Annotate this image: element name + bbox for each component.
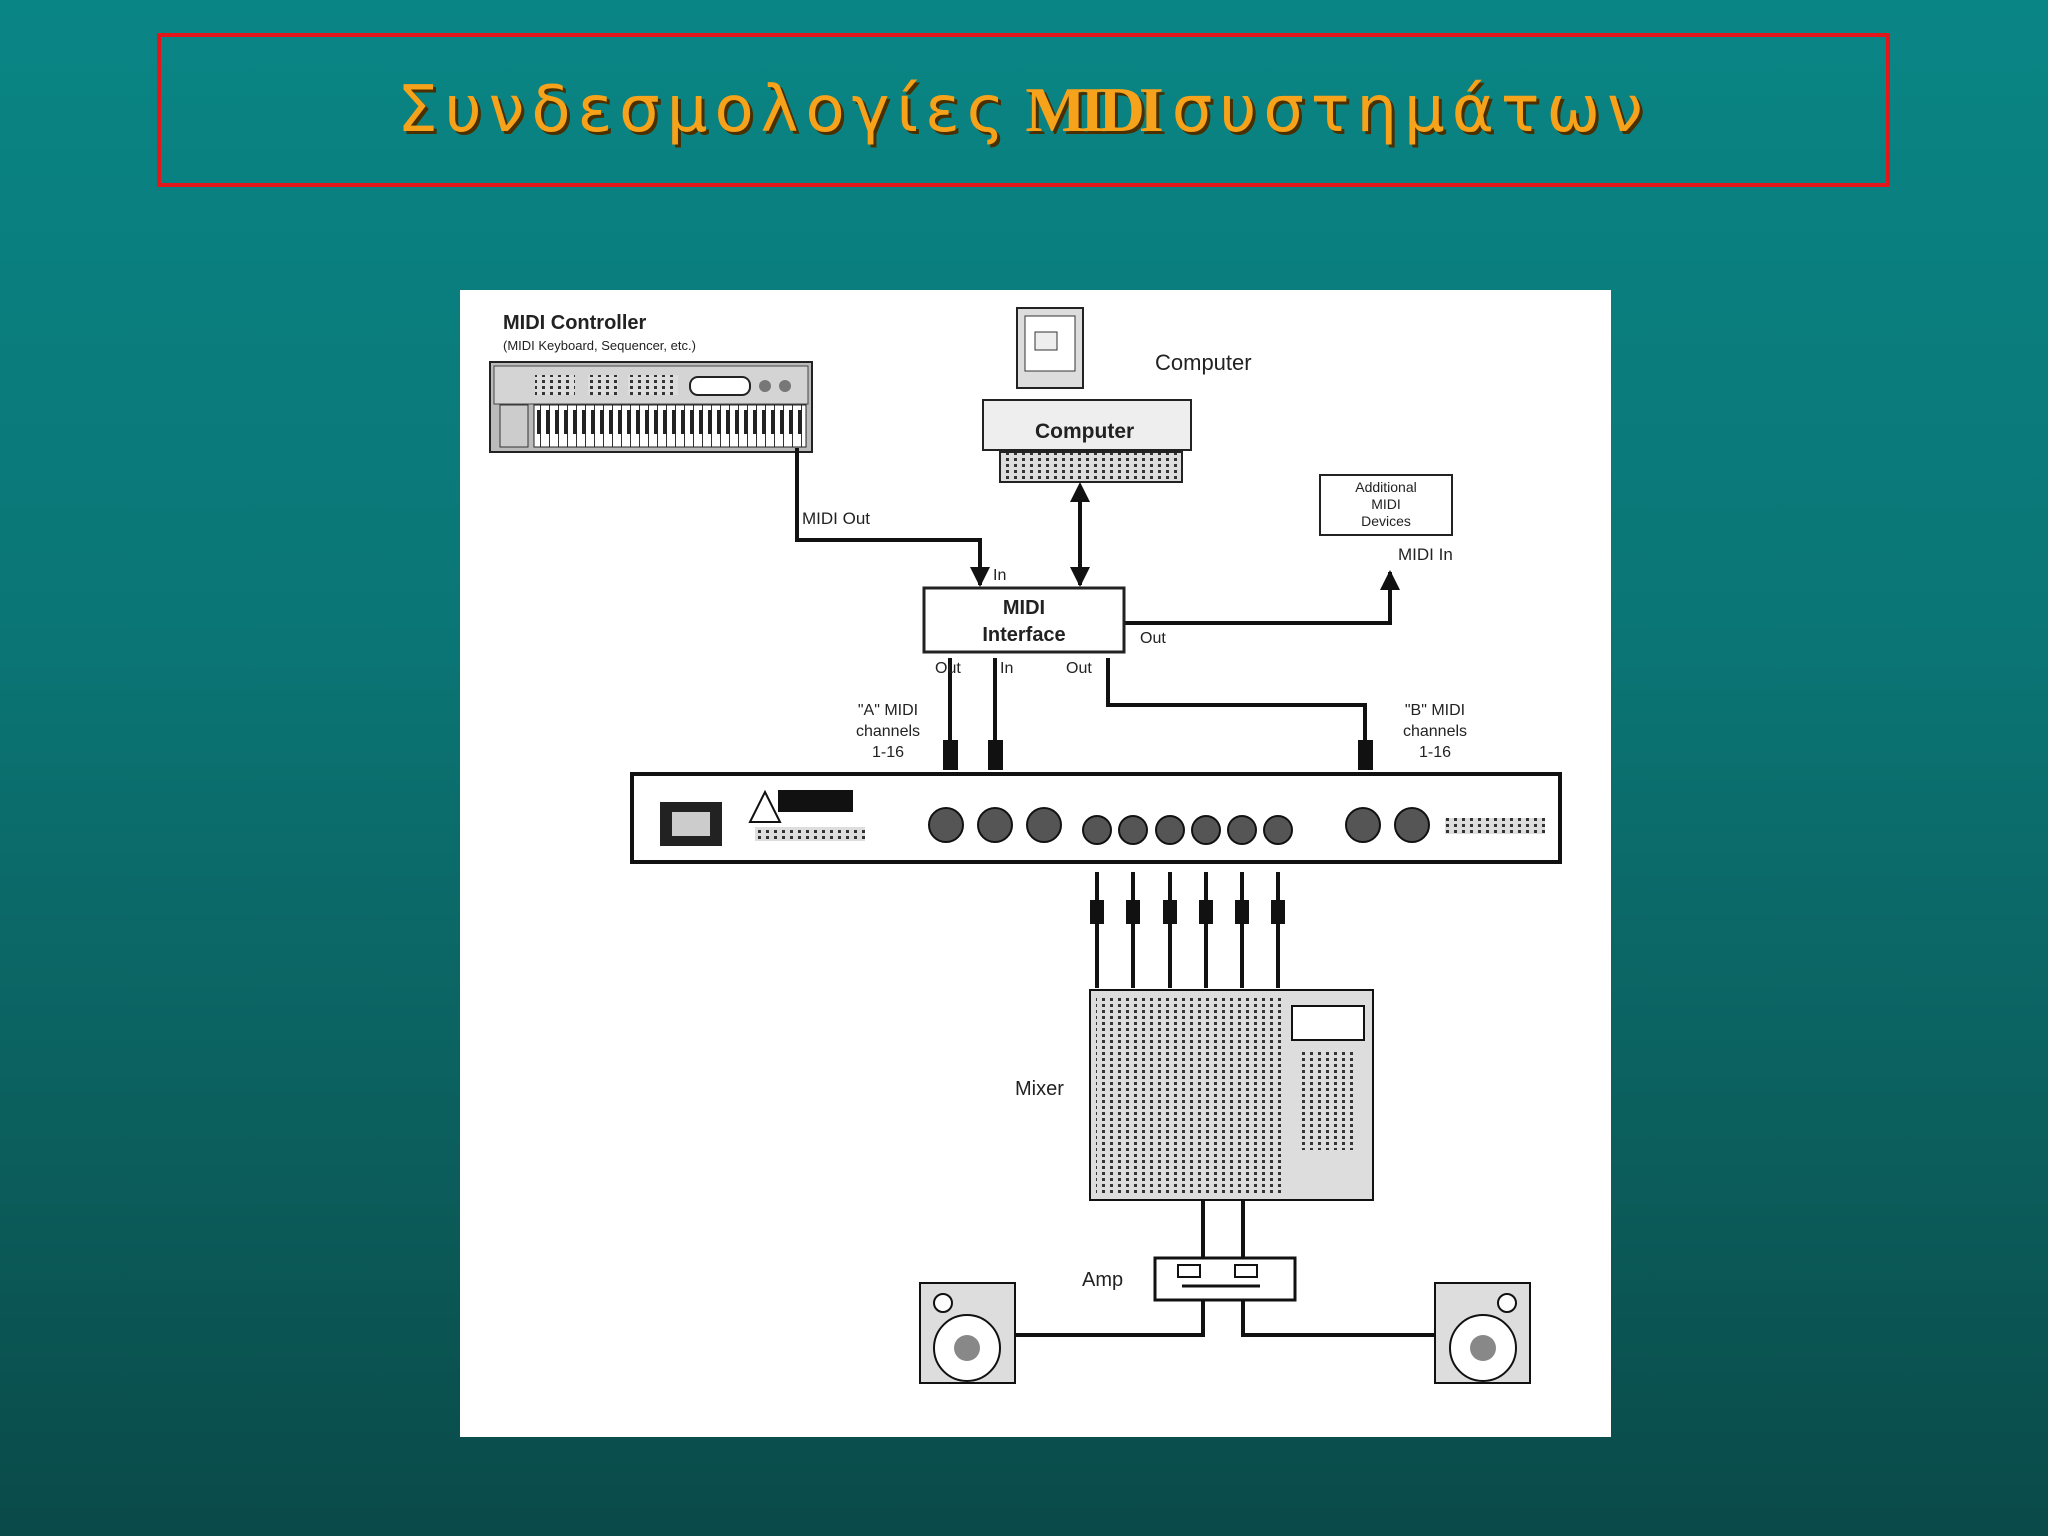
connection-wires [795, 448, 1400, 745]
amp-body [1153, 1256, 1297, 1302]
left-speaker-wire [1015, 1300, 1205, 1337]
midi-out-to-interface-wire [795, 448, 990, 587]
additional-midi-devices: Additional MIDI Devices MIDI In [1319, 474, 1453, 564]
speaker-wires [1015, 1300, 1435, 1337]
midi-port-icon [1026, 807, 1062, 843]
port-out-a: Out [935, 660, 961, 677]
woofer-cone [1470, 1335, 1496, 1361]
amp-meter-icon [1177, 1264, 1201, 1278]
midi-interface: MIDI Interface Out Out In Out [922, 586, 1166, 677]
audio-plug-icon [1235, 900, 1249, 924]
mixer-channel-strips [1096, 996, 1286, 1194]
title-part2: συστημάτων [1171, 73, 1650, 147]
button-bank-icon [588, 375, 618, 395]
a-line2: channels [856, 723, 920, 740]
interface-to-devices-wire [1124, 570, 1400, 625]
audio-plug-icon [1199, 900, 1213, 924]
tweeter-icon [933, 1293, 953, 1313]
additional-line1: Additional [1355, 479, 1417, 495]
b-line3: 1-16 [1419, 744, 1451, 761]
interface-line1: MIDI [1003, 597, 1045, 619]
additional-devices-box [1319, 474, 1453, 536]
interface-line2: Interface [982, 624, 1065, 646]
button-bank-icon [535, 375, 575, 395]
amp: Amp [1082, 1256, 1297, 1302]
title-midi: MIDI [1025, 74, 1163, 145]
mixer: Mixer [1015, 989, 1374, 1201]
audio-plug-icon [1271, 900, 1285, 924]
output-jack-icon [1263, 815, 1293, 845]
mixer-amp-wires [1201, 1200, 1245, 1258]
b-channels-label: "B" MIDI channels 1-16 [1403, 702, 1467, 761]
button-bank-icon [628, 375, 678, 395]
interface-out-right: Out [1140, 630, 1166, 647]
audio-plug-icon [1126, 900, 1140, 924]
right-speaker [1434, 1282, 1531, 1384]
mixer-master-section [1300, 1050, 1356, 1150]
output-jack-icon [1227, 815, 1257, 845]
vu-meter-icon [1291, 1005, 1365, 1041]
audio-plug-icon [1090, 900, 1104, 924]
midi-port-icon [977, 807, 1013, 843]
power-socket-pins [672, 812, 710, 836]
sound-module-rear-panel [630, 772, 1562, 864]
midi-plug-icon [943, 740, 958, 770]
midi-in-label: MIDI In [1398, 545, 1453, 564]
midi-plug-icon [1358, 740, 1373, 770]
mixer-label: Mixer [1015, 1078, 1064, 1100]
logo-plate [1445, 818, 1545, 834]
knob-icon [779, 380, 791, 392]
output-jack-icon [1155, 815, 1185, 845]
computer-keyboard-icon [999, 451, 1183, 483]
label-plate [778, 790, 853, 812]
computer: Computer Computer [982, 307, 1252, 483]
midi-connection-diagram: MIDI Controller (MIDI Keyboard, Sequence… [460, 290, 1611, 1437]
warning-icon [748, 789, 782, 823]
pitch-wheel-icon [499, 404, 529, 448]
audio-cables [1095, 872, 1280, 988]
midi-interface-box [922, 586, 1126, 654]
right-speaker-wire [1241, 1300, 1435, 1337]
midi-port-icon [1345, 807, 1381, 843]
output-jack-icon [1191, 815, 1221, 845]
knob-icon [759, 380, 771, 392]
midi-port-icon [1394, 807, 1430, 843]
midi-port-icon [928, 807, 964, 843]
left-speaker [919, 1282, 1016, 1384]
output-jack-icon [1118, 815, 1148, 845]
label-plate [755, 827, 865, 841]
midi-out-label: MIDI Out [802, 509, 870, 528]
tweeter-icon [1497, 1293, 1517, 1313]
piano-keys [533, 404, 807, 448]
amp-meter-icon [1234, 1264, 1258, 1278]
additional-line3: Devices [1361, 513, 1411, 529]
additional-line2: MIDI [1371, 496, 1401, 512]
a-channels-label: "A" MIDI channels 1-16 [856, 702, 920, 761]
a-line3: 1-16 [872, 744, 904, 761]
amp-label: Amp [1082, 1269, 1123, 1291]
port-out-b: Out [1066, 660, 1092, 677]
audio-plug-icon [1163, 900, 1177, 924]
b-line2: channels [1403, 723, 1467, 740]
controller-title: MIDI Controller [503, 312, 647, 334]
computer-keyboard-label: Computer [1035, 420, 1134, 443]
title-part1: Συνδεσμολογίες [397, 73, 1012, 147]
b-line1: "B" MIDI [1405, 702, 1465, 719]
woofer-cone [954, 1335, 980, 1361]
midi-controller: MIDI Controller (MIDI Keyboard, Sequence… [489, 312, 813, 453]
midi-plug-icon [988, 740, 1003, 770]
computer-label: Computer [1155, 350, 1252, 375]
computer-base [982, 399, 1192, 451]
output-jack-icon [1082, 815, 1112, 845]
a-line1: "A" MIDI [858, 702, 918, 719]
wire-b-out [1106, 658, 1367, 745]
screen-window-icon [1034, 331, 1058, 351]
port-in: In [1000, 660, 1013, 677]
in-label: In [993, 567, 1006, 584]
display-icon [689, 376, 751, 396]
controller-subtitle: (MIDI Keyboard, Sequencer, etc.) [503, 338, 696, 353]
